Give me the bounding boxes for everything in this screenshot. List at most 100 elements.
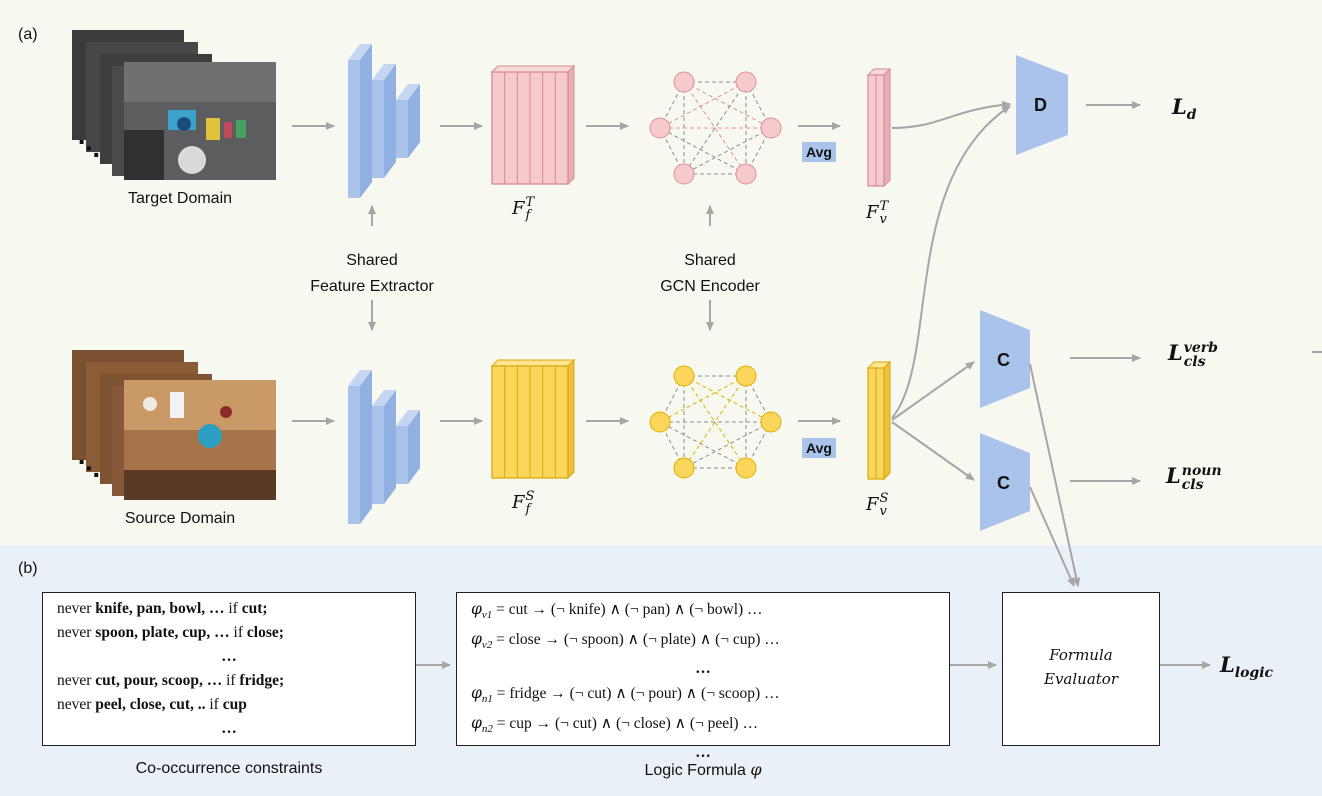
extractor-slab-side [408,410,420,484]
extractor-slab-front [348,386,360,524]
graph-node [673,163,695,185]
verb-classifier-label: C [997,350,1010,370]
frame-feature-map-target [490,64,576,186]
svg-text:⋱: ⋱ [78,136,100,161]
discriminator-label: D [1034,95,1047,115]
logic-formula-caption: Logic Formula φ [644,760,762,779]
graph-node [735,457,757,479]
feature-extractor-target [348,44,420,198]
graph-edge [683,81,747,175]
formula-line: φn2 = cup → (¬ cut) ∧ (¬ close) ∧ (¬ pee… [471,714,758,736]
graph-edge [683,375,772,423]
extractor-slab-side [408,84,420,158]
source-domain-label: Source Domain [124,510,236,527]
feature-map-side [567,358,575,480]
feature-map-top [490,359,576,367]
svg-text:⋱: ⋱ [78,456,100,481]
panel-label-a: (a) [18,26,38,43]
target-video-frames: ⋱ [72,30,276,180]
graph-edge [683,375,747,469]
extractor-slab-top [396,410,420,426]
constraints-caption: Co-occurrence constraints [135,760,323,777]
extractor-slab-top [396,84,420,100]
arrows [292,100,1322,669]
discriminator-block [1016,55,1068,155]
formula-evaluator-label: Formula Evaluator [1044,646,1118,688]
shared-gcn-encoder-label: Shared GCN Encoder [660,252,760,295]
extractor-slab-front [348,60,360,198]
constraint-line: never spoon, plate, cup, … if close; [57,624,284,641]
graph-node [735,71,757,93]
panel-label-b: (b) [18,560,38,577]
shared-feature-extractor-label: Shared Feature Extractor [310,252,434,295]
formula-line: φv1 = cut → (¬ knife) ∧ (¬ pan) ∧ (¬ bow… [471,600,763,622]
formula-line: φn1 = fridge → (¬ cut) ∧ (¬ pour) ∧ (¬ s… [471,684,780,706]
frame-feature-map-source [490,358,576,480]
extractor-slab-front [372,406,384,504]
feature-map-side [567,64,575,186]
extractor-slab-front [372,80,384,178]
graph-node [649,411,671,433]
domain-loss: Ld [1172,94,1197,124]
co-occurrence-constraints-box: never knife, pan, bowl, … if cut; never s… [42,592,416,746]
gcn-graph-source [649,365,782,479]
avg-pooling-label-target: Avg [802,142,836,162]
extractor-slab-top [372,64,396,80]
graph-node [673,71,695,93]
constraint-line: never knife, pan, bowl, … if cut; [57,600,268,617]
formula-line: … [695,660,711,678]
extractor-slab-side [384,390,396,504]
graph-edge [683,375,747,469]
formula-evaluator-box: Formula Evaluator [1002,592,1160,746]
logic-formula-box: φv1 = cut → (¬ knife) ∧ (¬ pan) ∧ (¬ bow… [456,592,950,761]
noun-classifier-block [980,433,1030,531]
graph-edge [683,81,747,175]
constraint-line: never cut, pour, scoop, … if fridge; [57,672,285,689]
noun-classifier-label: C [997,473,1010,493]
graph-edge [683,421,772,469]
extractor-slab-front [396,100,408,158]
avg-pooling-label-source: Avg [802,438,836,458]
extractor-slab-side [360,44,372,198]
extractor-slab-top [348,44,372,60]
graph-edge [659,81,747,129]
extractor-slab-side [360,370,372,524]
feature-extractor-source [348,370,420,524]
graph-edge [659,375,747,423]
video-feature-source [866,360,892,481]
graph-node [735,163,757,185]
logic-loss: Llogic [1220,652,1274,682]
graph-node [673,457,695,479]
graph-edge [683,81,772,129]
constraint-line: never peel, close, cut, .. if cup [57,696,247,713]
video-feature-target [866,67,892,188]
formula-line: φv2 = close → (¬ spoon) ∧ (¬ plate) ∧ (¬… [471,630,780,652]
target-domain-label: Target Domain [127,190,233,207]
graph-node [760,411,782,433]
verb-classifier-block [980,310,1030,408]
graph-node [673,365,695,387]
graph-node [760,117,782,139]
gcn-graph-target [649,71,782,185]
graph-edge [683,127,772,175]
graph-edge [659,421,747,469]
graph-node [649,117,671,139]
extractor-slab-front [396,426,408,484]
feature-map-top [490,65,576,73]
extractor-slab-side [384,64,396,178]
graph-node [735,365,757,387]
constraint-line: … [221,720,237,737]
extractor-slab-top [348,370,372,386]
formula-line: … [695,744,711,762]
extractor-slab-top [372,390,396,406]
constraint-line: … [221,648,237,665]
source-video-frames: ⋱ [72,350,276,500]
